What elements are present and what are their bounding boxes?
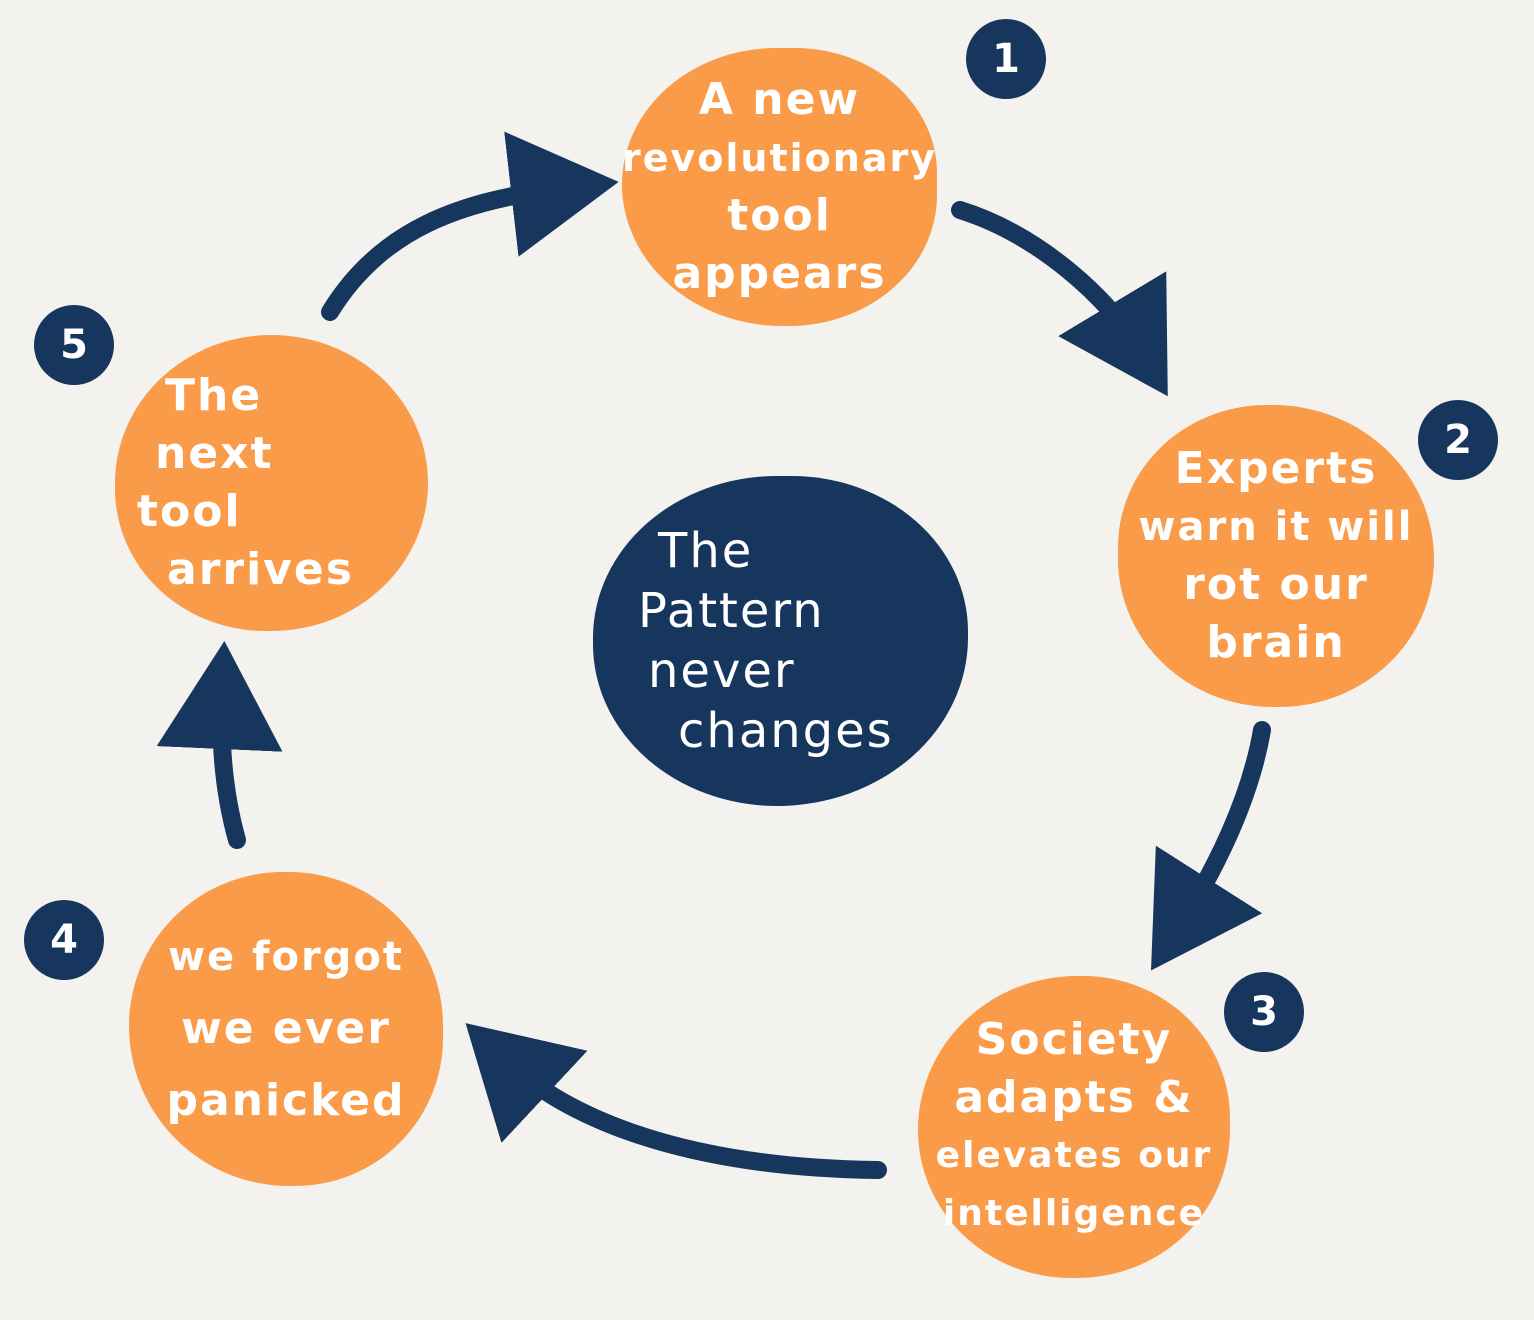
step-2-line: rot our: [1183, 559, 1369, 610]
step-1-line: revolutionary: [622, 136, 937, 180]
step-3-line: elevates our: [935, 1135, 1213, 1176]
step-4-number-badge: 4: [24, 900, 104, 980]
center-circle: The Pattern never changes: [593, 476, 968, 806]
arrow-step5-to-step1: [321, 131, 619, 321]
step-4-bubble: we forgot we ever panicked: [129, 872, 443, 1186]
step-5-line: tool: [137, 486, 242, 537]
step-5-line: The: [165, 370, 263, 421]
center-line: The: [658, 523, 754, 579]
step-4-line: we forgot: [168, 934, 404, 980]
center-line: changes: [678, 703, 894, 759]
step-1-line: A new: [698, 74, 861, 125]
step-5-number-badge: 5: [34, 305, 114, 385]
step-5-line: next: [155, 428, 274, 479]
step-3-bubble: Society adapts & elevates our intelligen…: [918, 976, 1230, 1278]
step-2-number-badge: 2: [1418, 400, 1498, 480]
step-1-line: appears: [672, 248, 887, 299]
arrow-step3-to-step4: [465, 1023, 887, 1179]
step-3-number-badge: 3: [1224, 972, 1304, 1052]
step-4-line: we ever: [181, 1003, 391, 1054]
step-5-bubble: The next tool arrives: [115, 335, 428, 631]
step-5-line: arrives: [167, 544, 354, 595]
step-3-line: intelligence: [942, 1193, 1206, 1234]
step-3-line: adapts &: [954, 1072, 1194, 1123]
step-2-line: Experts: [1174, 443, 1378, 494]
arrow-step4-to-step5: [156, 641, 283, 849]
step-2-line: brain: [1206, 617, 1346, 668]
arrow-step2-to-step3: [1151, 721, 1271, 971]
center-line: Pattern: [638, 583, 825, 639]
step-1-line: tool: [727, 190, 832, 241]
center-line: never: [648, 643, 796, 699]
step-3-line: Society: [975, 1014, 1173, 1065]
step-2-bubble: Experts warn it will rot our brain: [1118, 405, 1434, 707]
step-2-line: warn it will: [1138, 504, 1414, 550]
step-1-number-badge: 1: [966, 19, 1046, 99]
step-4-line: panicked: [166, 1075, 406, 1126]
step-1-bubble: A new revolutionary tool appears: [622, 48, 937, 326]
arrow-step1-to-step2: [951, 201, 1168, 397]
